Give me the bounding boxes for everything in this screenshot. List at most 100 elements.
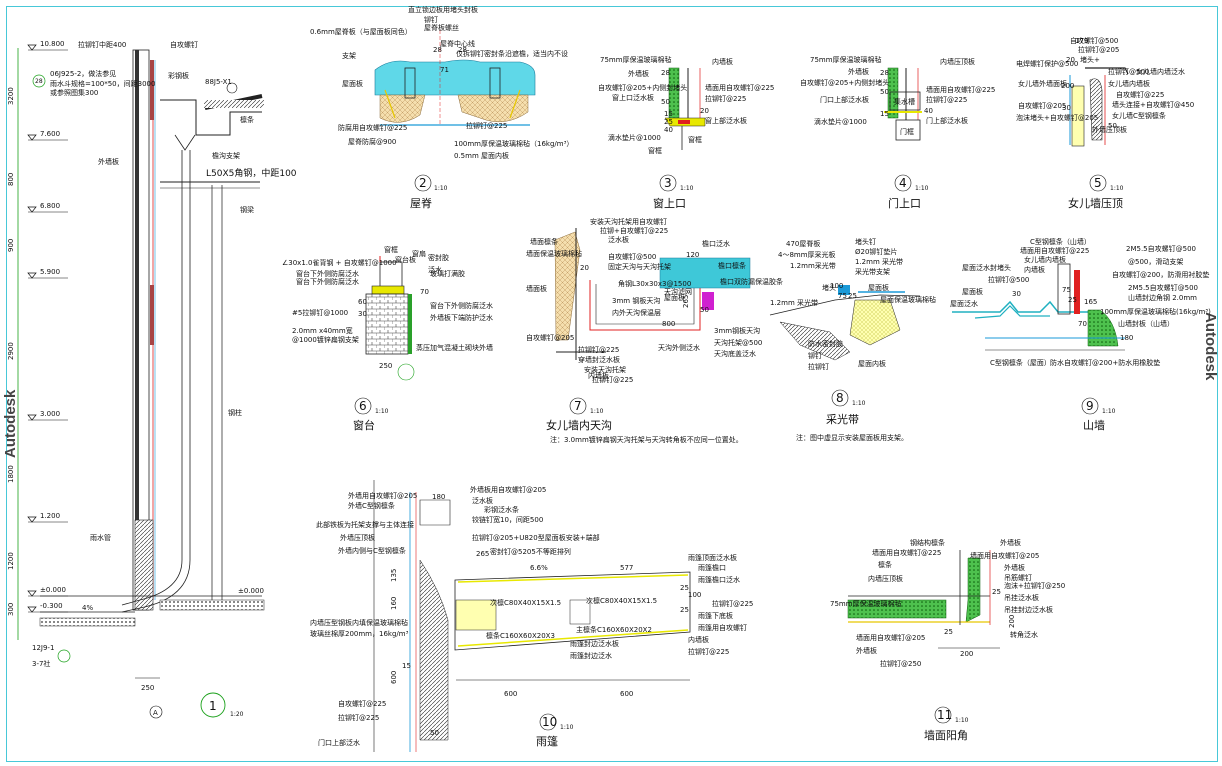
svg-text:内墙板: 内墙板	[688, 635, 709, 644]
svg-text:600: 600	[620, 690, 633, 698]
detail-1-num: 1	[209, 699, 217, 713]
svg-text:拉铆钉@500: 拉铆钉@500	[988, 275, 1029, 284]
svg-text:75mm厚保温玻璃棉毡: 75mm厚保温玻璃棉毡	[830, 599, 902, 608]
svg-text:滴水垫片@1000: 滴水垫片@1000	[608, 133, 661, 142]
svg-text:内外天沟保温层: 内外天沟保温层	[612, 308, 661, 317]
svg-text:墙面阳角: 墙面阳角	[924, 728, 968, 742]
svg-text:600: 600	[504, 690, 517, 698]
svg-text:1:10: 1:10	[375, 408, 389, 415]
svg-text:1:10: 1:10	[1110, 185, 1124, 192]
svg-text:窗框: 窗框	[648, 146, 662, 155]
label-color-plate: 彩钢板	[168, 71, 189, 80]
svg-text:此部铁板为托架支撑与主体连接: 此部铁板为托架支撑与主体连接	[316, 520, 414, 529]
svg-text:160: 160	[390, 597, 398, 610]
svg-text:拉铆钉@225: 拉铆钉@225	[705, 94, 746, 103]
svg-text:拉铆钉@225: 拉铆钉@225	[592, 375, 633, 384]
svg-text:C型钢檩条（山墙）: C型钢檩条（山墙）	[1030, 237, 1091, 246]
svg-text:天沟底盖泛水: 天沟底盖泛水	[714, 349, 756, 358]
svg-text:1:10: 1:10	[852, 400, 866, 407]
elev-label: 3.000	[40, 410, 60, 418]
svg-text:50: 50	[661, 98, 670, 106]
label-ref-1: 06J925-2，做法参见	[50, 69, 116, 78]
svg-text:1:10: 1:10	[915, 185, 929, 192]
svg-text:穿墙封泛水板: 穿墙封泛水板	[578, 355, 620, 364]
svg-text:自攻螺钉@500: 自攻螺钉@500	[608, 252, 656, 261]
svg-text:堵头: 堵头	[822, 283, 836, 292]
svg-text:#5拉铆钉@1000: #5拉铆钉@1000	[292, 308, 348, 317]
detail-11-corner: 钢结构檩条 墙面用自攻螺钉@225 檩条 内墙压顶板 外墙板 墙面用自攻螺钉@2…	[830, 538, 1065, 742]
svg-text:28: 28	[661, 69, 670, 77]
svg-text:1:10: 1:10	[955, 717, 969, 724]
svg-text:1.2mm 采光带: 1.2mm 采光带	[855, 257, 903, 266]
svg-text:女儿墙内墙板: 女儿墙内墙板	[1108, 79, 1150, 88]
svg-text:1:10: 1:10	[434, 185, 448, 192]
svg-text:15: 15	[880, 110, 889, 118]
svg-text:3: 3	[664, 176, 672, 190]
svg-text:次檩C80X40X15X1.5: 次檩C80X40X15X1.5	[490, 598, 561, 607]
elev-label: ±0.000	[40, 586, 66, 594]
svg-text:转角泛水: 转角泛水	[1010, 630, 1038, 639]
svg-text:50: 50	[1108, 122, 1117, 130]
svg-text:50: 50	[430, 729, 439, 737]
svg-text:拉铆钉@225: 拉铆钉@225	[338, 713, 379, 722]
svg-text:内墙压顶板: 内墙压顶板	[868, 574, 903, 583]
svg-text:自攻螺钉@205+内侧封堵头: 自攻螺钉@205+内侧封堵头	[800, 78, 889, 87]
svg-text:泛水板: 泛水板	[608, 235, 629, 244]
svg-text:玻璃丝棉厚200mm，16kg/m³: 玻璃丝棉厚200mm，16kg/m³	[310, 629, 409, 638]
svg-text:外墙板: 外墙板	[856, 646, 877, 655]
svg-text:外墙板下端防护泛水: 外墙板下端防护泛水	[430, 313, 493, 322]
svg-text:25: 25	[1068, 296, 1077, 304]
svg-text:100mm厚保温玻璃棉毡(16kg/m³): 100mm厚保温玻璃棉毡(16kg/m³)	[1100, 307, 1211, 316]
svg-text:C型钢檩条（屋面）: C型钢檩条（屋面）	[990, 358, 1051, 367]
svg-text:300: 300	[7, 603, 15, 616]
svg-text:自攻螺钉@205: 自攻螺钉@205	[1018, 101, 1066, 110]
svg-text:天沟外侧泛水: 天沟外侧泛水	[658, 343, 700, 352]
label-ref-2: 雨水斗规格=100*50，间距3000	[50, 79, 155, 88]
svg-text:265: 265	[682, 295, 690, 308]
detail-3-window-head: 75mm厚保温玻璃棉毡 外墙板 自攻螺钉@205+内侧封堵头 窗上口泛水板 滴水…	[598, 55, 774, 210]
svg-text:20: 20	[1066, 56, 1075, 64]
svg-text:电焊螺钉保护@500: 电焊螺钉保护@500	[1016, 59, 1078, 68]
label-gutter-support: 檐沟支架	[212, 151, 240, 160]
svg-text:拉铆钉@225: 拉铆钉@225	[712, 599, 753, 608]
svg-text:女儿墙内墙泛水: 女儿墙内墙泛水	[1136, 67, 1185, 76]
svg-text:30: 30	[358, 310, 367, 318]
detail-5-parapet-coping: 自攻螺钉@500 拉铆钉@205 电焊螺钉保护@500 女儿墙外墙面板 自攻螺钉…	[1016, 36, 1194, 210]
label-width: 250	[141, 684, 154, 692]
svg-text:屋面板: 屋面板	[664, 293, 685, 302]
svg-text:集水槽: 集水槽	[894, 97, 915, 106]
svg-text:墙面用自攻螺钉@225: 墙面用自攻螺钉@225	[872, 548, 941, 557]
svg-text:吊挂泛水板: 吊挂泛水板	[1004, 593, 1039, 602]
svg-text:窗台下外侧防腐泛水: 窗台下外侧防腐泛水	[296, 269, 359, 278]
svg-text:外墙板: 外墙板	[628, 69, 649, 78]
svg-text:内墙压型钢板内填保温玻璃棉毡: 内墙压型钢板内填保温玻璃棉毡	[310, 618, 408, 627]
svg-text:钢结构檩条: 钢结构檩条	[910, 538, 945, 547]
drawing-frame	[6, 6, 1218, 762]
svg-text:800: 800	[662, 320, 675, 328]
svg-text:门口上部泛水: 门口上部泛水	[318, 738, 360, 747]
svg-text:外墙板: 外墙板	[1000, 538, 1021, 547]
svg-text:直立锁边板用堵头封板: 直立锁边板用堵头封板	[408, 5, 478, 14]
svg-text:180: 180	[1120, 334, 1133, 342]
svg-text:200: 200	[960, 650, 973, 658]
svg-text:25: 25	[992, 588, 1001, 596]
svg-text:28: 28	[433, 46, 442, 54]
svg-text:135: 135	[390, 569, 398, 582]
svg-text:11: 11	[937, 708, 952, 722]
svg-text:檩条: 檩条	[878, 560, 892, 569]
svg-text:雨篷封边泛水板: 雨篷封边泛水板	[570, 639, 619, 648]
svg-text:雨篷: 雨篷	[536, 734, 558, 748]
elev-label: 5.900	[40, 268, 60, 276]
svg-text:20: 20	[700, 107, 709, 115]
svg-text:3mm 钢板天沟: 3mm 钢板天沟	[612, 296, 660, 305]
svg-text:自攻螺钉@205+内侧封堵头: 自攻螺钉@205+内侧封堵头	[598, 83, 687, 92]
svg-text:铆钉: 铆钉	[424, 15, 438, 24]
svg-text:檐口檩条: 檐口檩条	[718, 261, 746, 270]
svg-text:屋脊防腐@900: 屋脊防腐@900	[348, 137, 396, 146]
svg-text:自攻螺钉@225: 自攻螺钉@225	[338, 699, 386, 708]
svg-text:屋面内板: 屋面内板	[858, 359, 886, 368]
svg-text:窗台下外侧防腐泛水: 窗台下外侧防腐泛水	[430, 301, 493, 310]
detail-2-ridge: 0.6mm屋脊板（与屋面板同色） 直立锁边板用堵头封板 铆钉 屋脊板螺丝 屋脊中…	[310, 5, 573, 210]
svg-text:窗台板: 窗台板	[395, 255, 416, 264]
